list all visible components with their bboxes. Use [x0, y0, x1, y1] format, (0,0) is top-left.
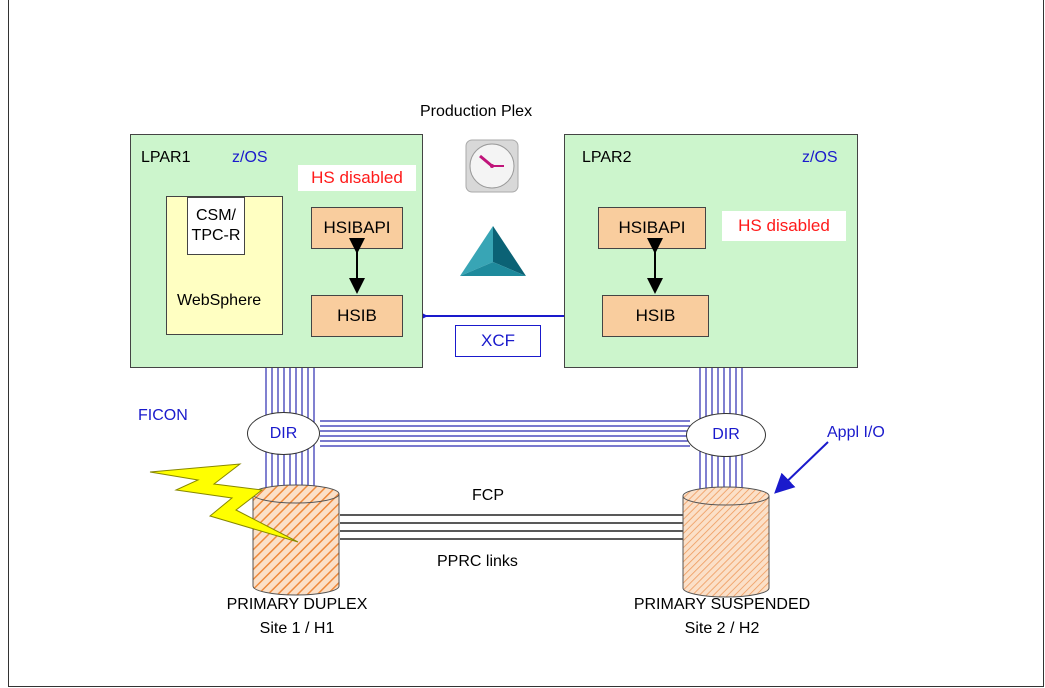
site1-label: Site 1 / H1	[259, 620, 335, 637]
disk-site1	[252, 484, 340, 596]
lpar1-hs-status: HS disabled	[298, 165, 416, 191]
pprc-links-label: PPRC links	[437, 553, 518, 570]
lpar1-hsib-box: HSIB	[311, 295, 403, 337]
dir-interconnect	[320, 420, 690, 447]
appl-io-arrow	[774, 441, 829, 494]
diagram-title: Production Plex	[420, 103, 533, 120]
dir-switch-left: DIR	[247, 412, 320, 455]
diagram-frame	[8, 0, 1044, 687]
lpar1-hsibapi-box: HSIBAPI	[311, 207, 403, 249]
pprc-link-lines	[340, 514, 685, 540]
xcf-label: XCF	[455, 325, 541, 357]
disk-site2	[682, 486, 770, 598]
csm-tpcr-box: CSM/ TPC-R	[187, 197, 245, 255]
site2-label: Site 2 / H2	[684, 620, 760, 637]
dir-switch-right: DIR	[686, 413, 766, 457]
site2-status: PRIMARY SUSPENDED	[633, 596, 811, 613]
failure-lightning-icon	[149, 463, 299, 543]
tpcr-label: TPC-R	[191, 227, 241, 244]
appl-io-label: Appl I/O	[827, 424, 885, 441]
lpar1-label: LPAR1	[141, 149, 191, 166]
lpar2-label: LPAR2	[582, 149, 632, 166]
csm-label: CSM/	[196, 207, 236, 224]
lpar2-hs-status: HS disabled	[722, 211, 846, 241]
lpar1-os-label: z/OS	[232, 149, 268, 166]
lpar2-os-label: z/OS	[802, 149, 838, 166]
websphere-label: WebSphere	[177, 292, 262, 309]
lpar2-hsib-box: HSIB	[602, 295, 709, 337]
fcp-label: FCP	[472, 487, 504, 504]
site1-status: PRIMARY DUPLEX	[226, 596, 368, 613]
ficon-label: FICON	[138, 407, 188, 424]
lpar2-hsibapi-box: HSIBAPI	[598, 207, 706, 249]
